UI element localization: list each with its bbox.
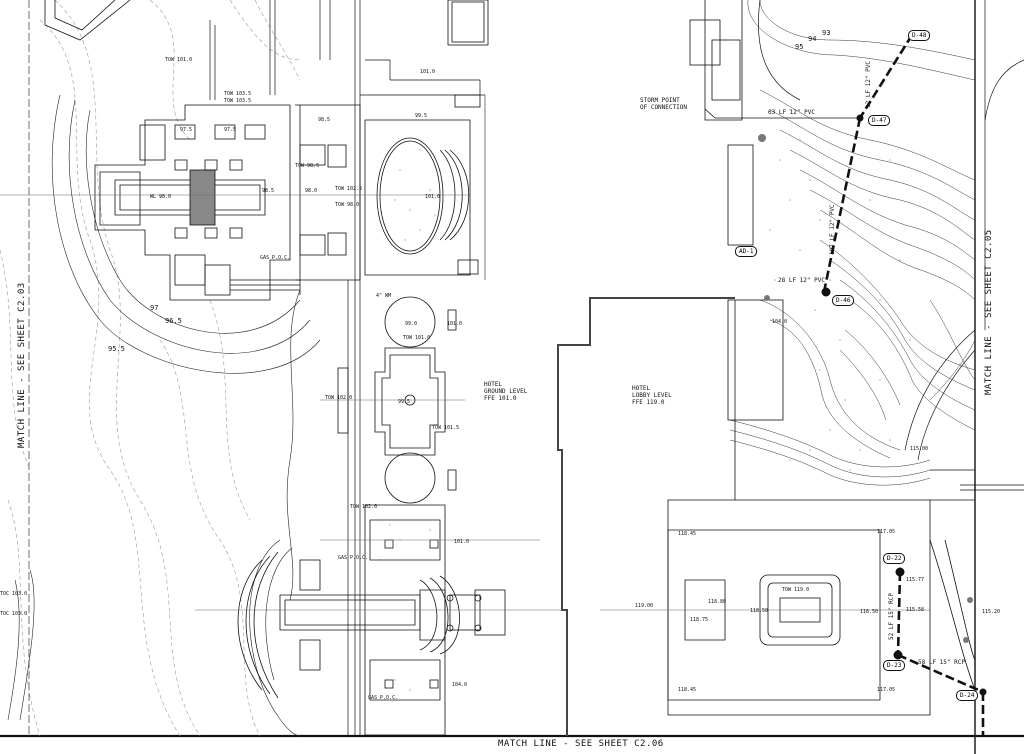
hotel-ground-label-1: HOTEL [484, 381, 503, 388]
central-walkway [209, 0, 485, 736]
spot-13: 104.0 [772, 319, 788, 325]
spot-tow-1: TOW 103.5 [224, 91, 252, 97]
hotel-outline [484, 95, 735, 736]
upper-structure [44, 0, 489, 46]
spot-20: TOW 119.0 [782, 587, 810, 593]
spot-26: 115.00 [910, 446, 929, 452]
spot-3: 98.5 [318, 117, 331, 123]
pavilion-building [94, 104, 361, 301]
spot-tow-5: TOW 98.0 [335, 202, 360, 208]
contour-95-5: 95.5 [108, 345, 125, 353]
spot-15: 117.05 [877, 529, 896, 535]
storm-drain-pipes [822, 34, 985, 736]
spot-tow-6: TOW 101.0 [165, 57, 193, 63]
spot-tow-8: TOW 101.5 [432, 425, 460, 431]
hotel-ground-label-2: GROUND LEVEL [484, 388, 528, 395]
contour-94: 94 [808, 35, 817, 43]
spot-29: TOW 102.0 [325, 395, 353, 401]
drain-structures [758, 114, 987, 696]
structure-d23: D-23 [883, 660, 906, 671]
spot-7: 99.5 [415, 113, 428, 119]
spot-wl: WL 98.0 [150, 194, 172, 200]
gas-poc-2: GAS P.O.C. [338, 555, 369, 561]
structure-ad1: AD-1 [735, 246, 758, 257]
match-line-bottom: MATCH LINE - SEE SHEET C2.06 [498, 739, 664, 749]
spot-30: TOC 103.0 [0, 591, 28, 597]
spot-6: 101.0 [420, 69, 436, 75]
structure-d48: D-48 [908, 30, 931, 41]
spot-5: 98.0 [305, 188, 318, 194]
storm-point-label-1: STORM POINT [640, 97, 680, 104]
structure-d22: D-22 [883, 553, 906, 564]
spot-23: 115.20 [982, 609, 1001, 615]
spot-tow-3: TOW 98.5 [295, 163, 320, 169]
storm-point-connection [704, 108, 860, 119]
water-meter: 4" WM [376, 293, 392, 299]
contour-95: 95 [795, 43, 804, 51]
gas-poc-1: GAS P.O.C. [260, 255, 291, 261]
spot-tow-2: TOW 103.5 [224, 98, 252, 104]
spot-12: 101.0 [454, 539, 470, 545]
spot-tow-7: TOW 101.0 [403, 335, 431, 341]
structure-d47: D-47 [868, 115, 891, 126]
spot-8: 99.0 [405, 321, 418, 327]
spot-tow-9: TOW 102.0 [350, 504, 378, 510]
hotel-lobby-label-3: FFE 119.0 [632, 399, 665, 406]
spot-2: 97.5 [224, 127, 237, 133]
spot-25: 117.05 [877, 687, 896, 693]
contour-93: 93 [822, 29, 831, 37]
hotel-lobby-label-1: HOTEL [632, 385, 651, 392]
contour-97: 97 [150, 304, 159, 312]
match-line-left: MATCH LINE - SEE SHEET C2.03 [17, 282, 27, 448]
central-fountain [337, 296, 457, 504]
spot-16: 119.00 [635, 603, 654, 609]
storm-point-label-2: OF CONNECTION [640, 104, 687, 111]
contour-96-5: 96.5 [165, 317, 182, 325]
pipe-label-1: 63 LF 12" PVC [768, 109, 815, 116]
reference-lines [0, 194, 930, 611]
spot-24: 118.45 [678, 687, 697, 693]
spot-22: 115.77 [906, 577, 925, 583]
spot-27: 116.50 [860, 609, 879, 615]
spot-17: 118.80 [708, 599, 727, 605]
pipe-label-6: 12 LF 12" PVC [865, 61, 872, 108]
hotel-ground-label-3: FFE 101.0 [484, 395, 517, 402]
right-curbs [758, 0, 1024, 461]
spot-1: 97.5 [180, 127, 193, 133]
pipe-label-2: 107 LF 12" PVC [829, 204, 836, 255]
gas-poc-3: GAS P.O.C. [368, 695, 399, 701]
lower-amphitheater [237, 504, 506, 736]
spot-9: 101.0 [447, 321, 463, 327]
hotel-lobby-label-2: LOBBY LEVEL [632, 392, 672, 399]
spot-19: 118.50 [750, 608, 769, 614]
pipe-label-5: 58 LF 15" RCP [918, 659, 965, 666]
spot-10: 101.0 [425, 194, 441, 200]
spot-31: TOC 103.0 [0, 611, 28, 617]
spot-28: 104.0 [452, 682, 468, 688]
match-line-right: MATCH LINE - SEE SHEET C2.05 [984, 229, 994, 395]
pipe-label-4: 52 LF 15" RCP [888, 593, 895, 640]
spot-18: 118.75 [690, 617, 709, 623]
structure-d24: D-24 [956, 690, 979, 701]
grading-contours-right [729, 0, 976, 486]
structure-d46: D-46 [832, 295, 855, 306]
pipe-label-3: 28 LF 12" PVC [778, 277, 825, 284]
spot-21: 115.58 [906, 607, 925, 613]
spot-4: 98.5 [262, 188, 275, 194]
spot-11: 99.5 [398, 399, 411, 405]
spot-tow-4: TOW 102.5 [335, 186, 363, 192]
spot-14: 118.45 [678, 531, 697, 537]
existing-contours [0, 0, 301, 737]
